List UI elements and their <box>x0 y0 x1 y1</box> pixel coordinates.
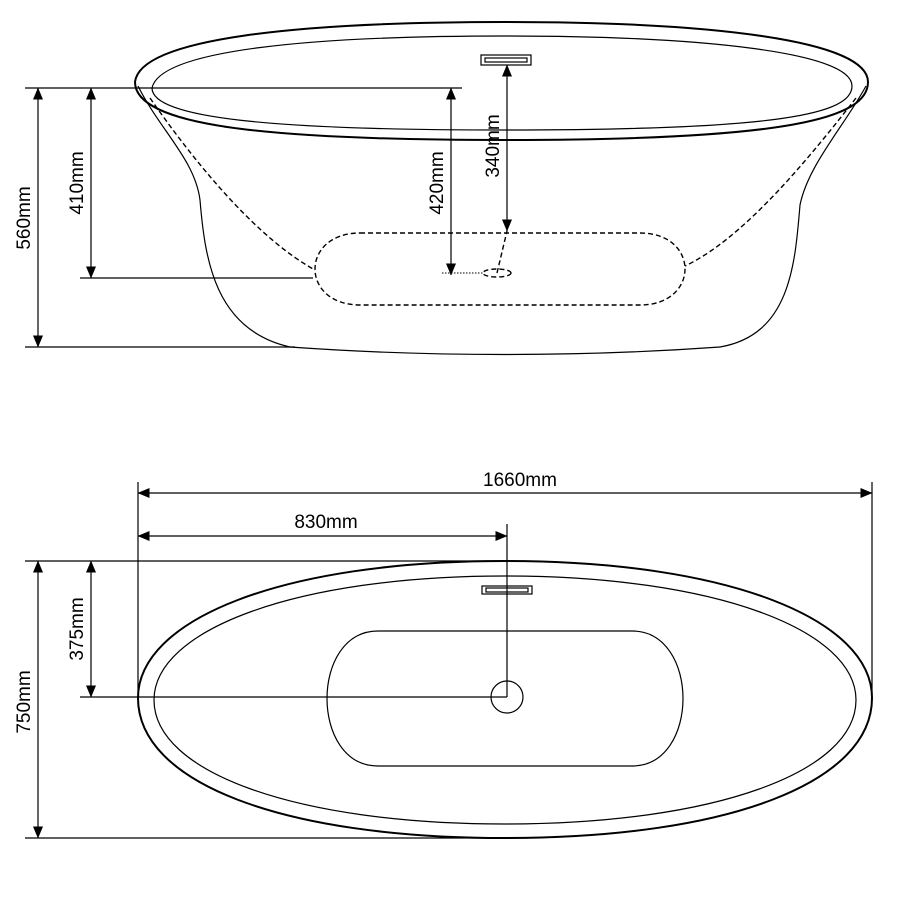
side-shell-left <box>137 85 291 348</box>
top-rim-outer <box>136 559 874 840</box>
top-rim-inner <box>153 575 857 825</box>
side-shell-right <box>719 85 867 348</box>
label-inner-depth: 420mm <box>427 151 448 214</box>
side-view: 560mm 410mm 420mm 340mm <box>14 20 870 356</box>
side-rim-inner <box>151 35 853 131</box>
label-drain-half: 375mm <box>67 597 88 660</box>
label-overflow-depth: 340mm <box>483 114 504 177</box>
side-inner-basin-dashed <box>149 97 316 271</box>
label-drain-offset: 830mm <box>294 512 357 533</box>
side-inner-basin-dashed-right <box>684 97 857 267</box>
label-width: 750mm <box>14 670 35 733</box>
label-length: 1660mm <box>483 470 557 491</box>
top-floor-outline <box>326 630 684 767</box>
side-drain <box>482 268 512 278</box>
side-shell-bottom <box>289 346 721 356</box>
side-overflow <box>480 54 532 66</box>
label-floor-depth: 410mm <box>67 151 88 214</box>
top-view: 1660mm 830mm 750mm 375mm <box>14 470 874 840</box>
label-total-height: 560mm <box>14 186 35 249</box>
side-floor-dashed <box>314 232 686 306</box>
side-rim-outer <box>133 20 870 142</box>
